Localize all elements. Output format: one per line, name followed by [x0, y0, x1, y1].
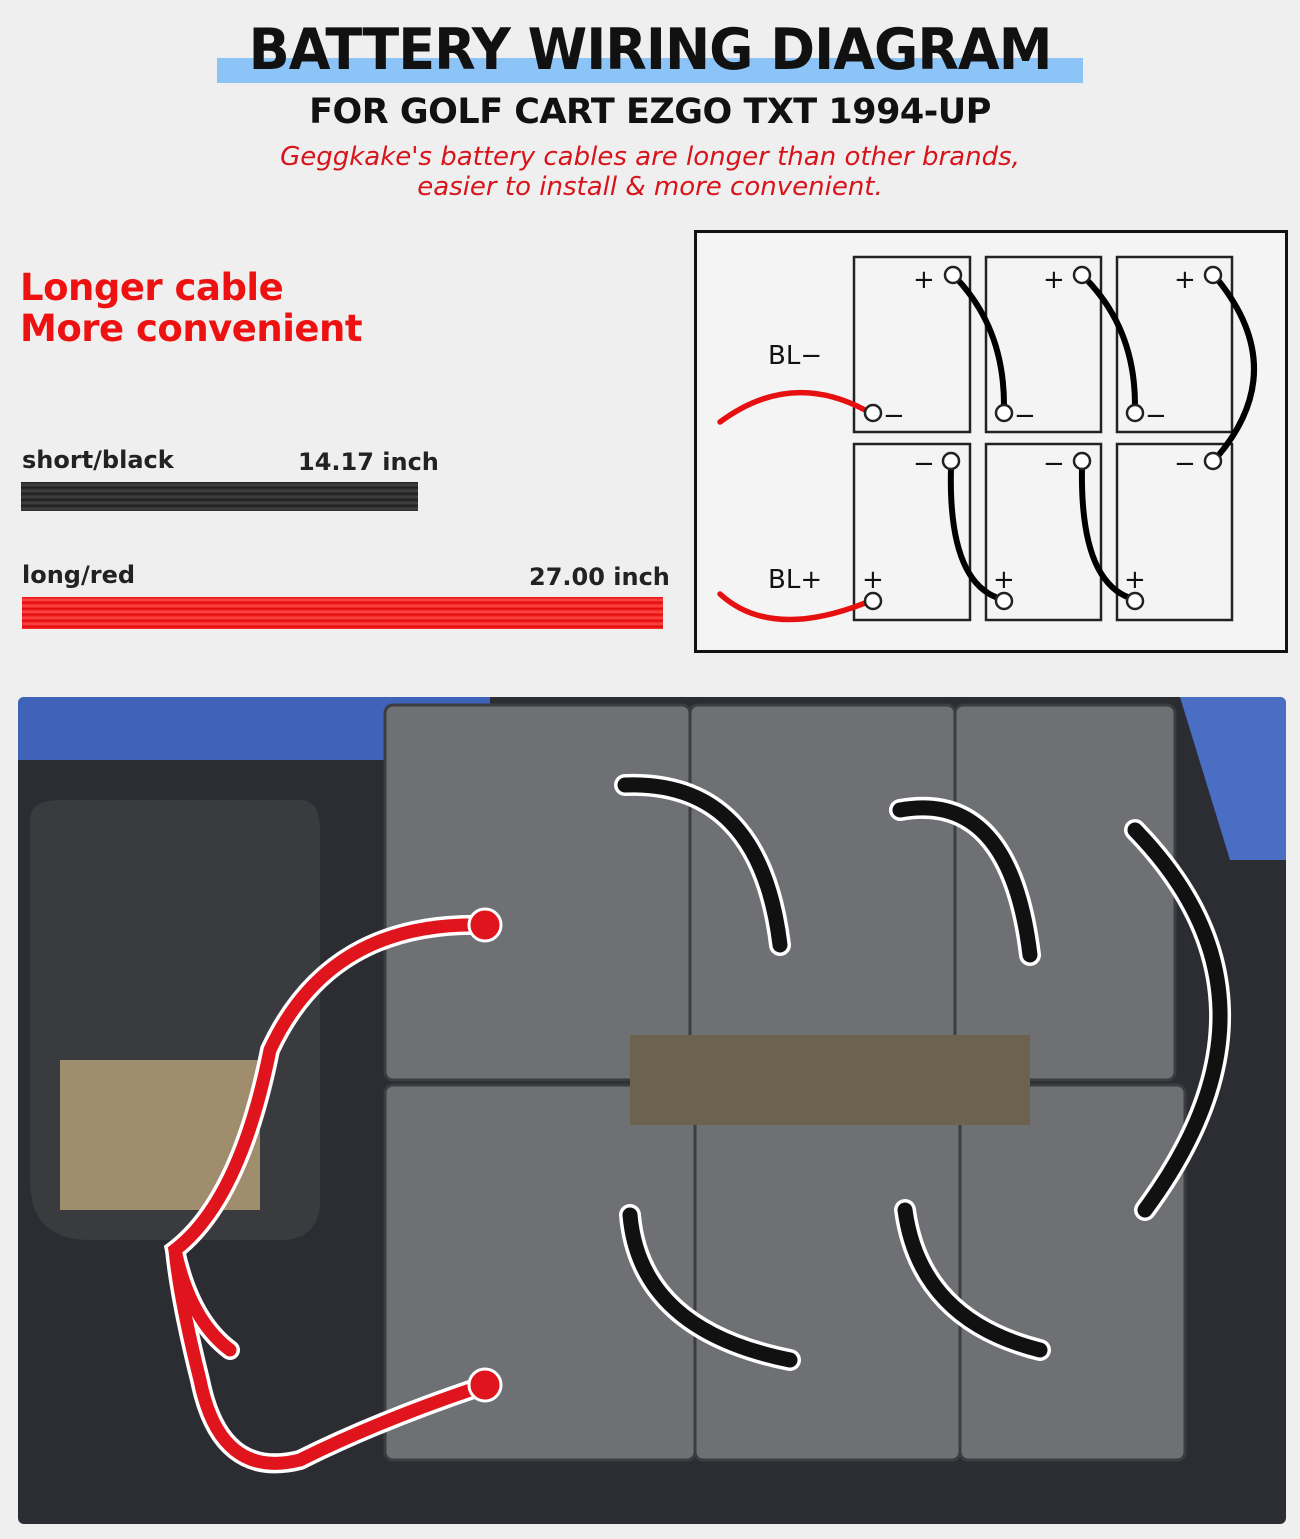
schematic-frame: [694, 230, 1288, 653]
long-cable-label: long/red: [22, 561, 136, 589]
minus-sign: −: [1014, 401, 1036, 431]
photo-jumper-cable: [892, 800, 1038, 963]
minus-sign: −: [1174, 449, 1196, 479]
plus-sign: +: [913, 265, 935, 295]
photo-battery: [953, 703, 1177, 1082]
jumper-cable: [1078, 465, 1133, 601]
minus-sign: −: [1145, 401, 1167, 431]
battery-3: [1115, 255, 1234, 434]
cart-frame: [18, 697, 490, 760]
terminal: [1125, 591, 1145, 611]
short-cable-bar: [21, 482, 418, 511]
page-subtitle: FOR GOLF CART EZGO TXT 1994-UP: [309, 92, 991, 132]
plus-sign: +: [993, 565, 1015, 595]
feature-line-2: More convenient: [20, 307, 363, 350]
photo-battery: [383, 703, 692, 1082]
negative-main-cable: [717, 389, 868, 425]
tagline-line-1: Geggkake's battery cables are longer tha…: [280, 142, 1020, 172]
terminal: [994, 591, 1014, 611]
short-cable-label: short/black: [22, 446, 174, 474]
wiring-schematic: BL− BL+ + + + − − − − − − + + +: [694, 230, 1288, 653]
photo-battery: [688, 703, 957, 1082]
bl-minus-label: BL−: [768, 341, 822, 371]
photo-red-cable: [168, 1243, 492, 1470]
terminal: [994, 403, 1014, 423]
terminal: [943, 265, 963, 285]
feature-line-1: Longer cable: [20, 266, 284, 309]
cart-frame: [1180, 697, 1286, 860]
photo-positive-terminal: [467, 907, 503, 943]
hold-down-bracket: [630, 1035, 1030, 1125]
tagline: Geggkake's battery cables are longer tha…: [0, 142, 1300, 202]
terminal: [1072, 451, 1092, 471]
jumper-cable: [1084, 277, 1138, 408]
terminal: [1072, 265, 1092, 285]
title-highlight: [217, 58, 1083, 83]
long-cable-length: 27.00 inch: [529, 563, 670, 591]
terminal: [1203, 451, 1223, 471]
bl-plus-label: BL+: [768, 565, 822, 595]
battery-1: [852, 255, 972, 434]
photo-jumper-cable: [622, 1207, 798, 1368]
photo-jumper-cable: [897, 1202, 1048, 1358]
battery-2: [984, 255, 1103, 434]
jumper-cable: [947, 465, 1001, 601]
short-cable-length: 14.17 inch: [298, 448, 439, 476]
terminal: [863, 591, 883, 611]
terminal: [941, 451, 961, 471]
photo-jumper-cable: [1127, 822, 1228, 1218]
plus-sign: +: [1043, 265, 1065, 295]
battery-4: [852, 442, 972, 622]
terminal: [863, 403, 883, 423]
battery-6: [1115, 442, 1234, 622]
minus-sign: −: [883, 401, 905, 431]
plus-sign: +: [862, 565, 884, 595]
page-title: BATTERY WIRING DIAGRAM: [248, 16, 1053, 83]
installation-photo: [18, 697, 1286, 1524]
long-cable-bar: [22, 597, 663, 629]
tagline-line-2: easier to install & more convenient.: [417, 172, 883, 202]
terminal: [1203, 265, 1223, 285]
minus-sign: −: [1043, 449, 1065, 479]
battery-5: [984, 442, 1103, 622]
terminal: [1125, 403, 1145, 423]
photo-negative-terminal: [467, 1367, 503, 1403]
photo-battery: [958, 1083, 1187, 1462]
photo-jumper-cable: [617, 777, 788, 953]
photo-red-cable: [167, 918, 492, 1357]
minus-sign: −: [913, 449, 935, 479]
jumper-cable: [1215, 277, 1257, 459]
jumper-cable: [955, 277, 1007, 408]
positive-main-cable: [717, 591, 868, 623]
plus-sign: +: [1124, 565, 1146, 595]
plus-sign: +: [1174, 265, 1196, 295]
